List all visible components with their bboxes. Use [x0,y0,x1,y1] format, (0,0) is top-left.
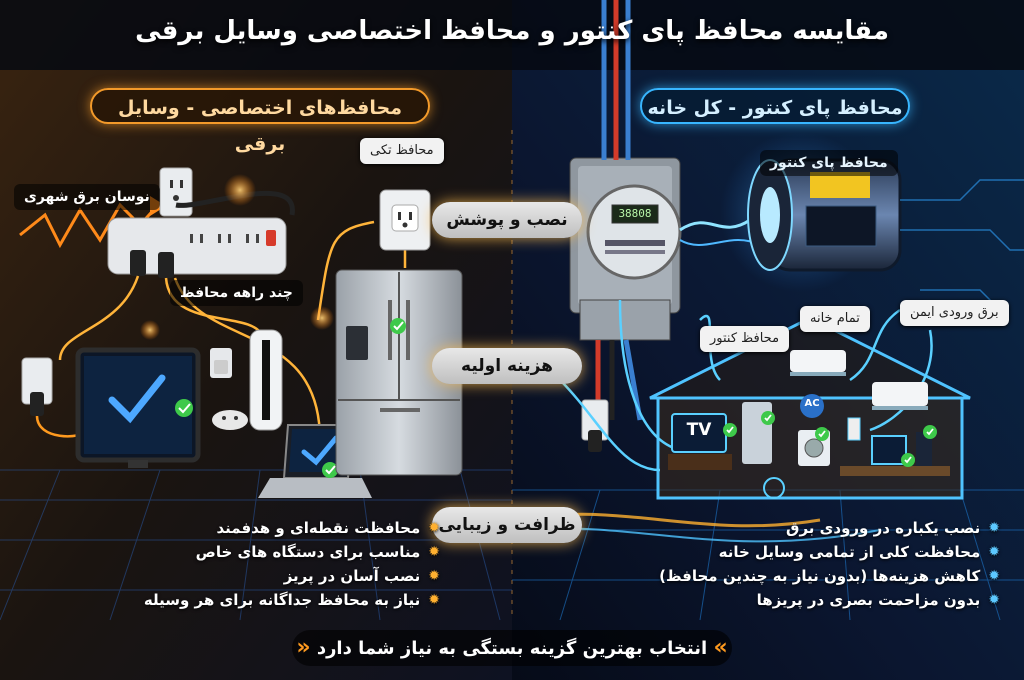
footer-text: انتخاب بهترین گزینه بستگی به نیاز شما دا… [316,638,708,659]
left-panel-heading: محافظ‌های اختصاصی - وسایل برقی [90,88,430,155]
safe-input-tag: برق ورودی ایمن [900,300,1009,326]
whole-house-tag: تمام خانه [800,306,870,332]
list-item: ✹نیاز به محافظ جداگانه برای هر وسیله [144,588,440,612]
meter-protector-small-tag: محافظ کنتور [700,326,790,352]
sun-bullet-icon: ✹ [988,568,1000,584]
sun-bullet-icon: ✹ [988,544,1000,560]
list-item: ✹مناسب برای دستگاه های خاص [150,540,440,564]
list-item: ✹محافظت کلی از تمامی وسایل خانه [660,540,1000,564]
list-item: ✹محافظت نقطه‌ای و هدفمند [150,516,440,540]
center-label-elegance: ظرافت و زیبایی [432,507,582,543]
meter-protector-tag: محافظ پای کنتور [760,150,898,176]
multi-outlet-tag: چند راهه محافظ [170,280,303,306]
sun-bullet-icon: ✹ [428,568,440,584]
list-item: ✹بدون مزاحمت بصری در پریزها [660,588,1000,612]
tv-label: TV [686,420,712,440]
single-protector-tag: محافظ تکی [360,138,444,164]
right-panel-heading: محافظ پای کنتور - کل خانه [640,88,910,124]
sun-bullet-icon: ✹ [988,592,1000,608]
sun-bullet-icon: ✹ [988,520,1000,536]
sun-bullet-icon: ✹ [428,520,440,536]
list-item: ✹نصب آسان در پریز [150,564,440,588]
sun-bullet-icon: ✹ [428,592,440,608]
page-title: مقایسه محافظ پای کنتور و محافظ اختصاصی و… [135,16,889,46]
meter-display: 38808 [618,207,652,220]
city-power-fluctuation-tag: نوسان برق شهری [14,184,160,210]
list-item: ✹نصب یکباره در ورودی برق [660,516,1000,540]
list-item: ✹کاهش هزینه‌ها (بدون نیاز به چندین محافظ… [659,564,1000,588]
center-label-cost: هزینه اولیه [432,348,582,384]
chevron-right-icon: » [713,635,728,660]
chevron-left-icon: « [296,635,311,660]
ac-label: AC [804,398,820,409]
right-feature-list: ✹نصب یکباره در ورودی برق ✹محافظت کلی از … [659,516,1000,612]
footer-banner: » انتخاب بهترین گزینه بستگی به نیاز شما … [292,630,732,666]
left-feature-list: ✹محافظت نقطه‌ای و هدفمند ✹مناسب برای دست… [144,516,440,612]
center-label-installation: نصب و پوشش [432,202,582,238]
sun-bullet-icon: ✹ [428,544,440,560]
